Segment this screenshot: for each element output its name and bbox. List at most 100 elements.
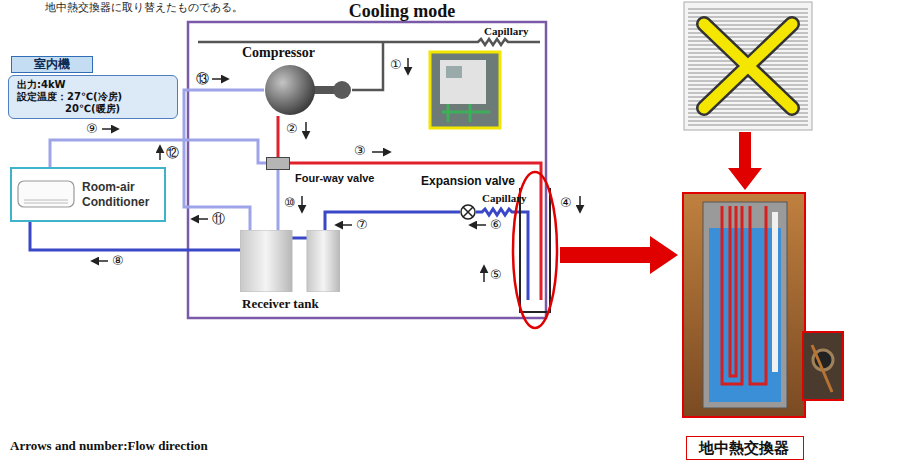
part-label: Capillary — [482, 192, 527, 205]
cross-mark — [704, 24, 792, 108]
footnote: Arrows and number:Flow direction — [10, 438, 208, 453]
capillary-pipe — [352, 42, 383, 90]
valve-symbol — [460, 204, 476, 220]
node-text: 出力:4kW — [17, 79, 66, 91]
node-text: 設定温度：27℃(冷房) — [17, 91, 122, 103]
callout-number: ⑧ — [112, 254, 124, 268]
expansion-valve: Expansion valve — [460, 204, 476, 220]
flow-arrow — [102, 128, 118, 130]
unit-photo — [446, 66, 462, 78]
tank-symbol — [292, 237, 307, 240]
pipe-line — [277, 170, 280, 230]
callout-number: ⑥ — [490, 218, 502, 232]
cross-mark — [704, 24, 792, 108]
node-text: Compressor — [242, 45, 315, 61]
ground-exchanger-figure — [703, 202, 787, 408]
indoor-unit-spec: 室内機出力:4kW設定温度：27℃(冷房)20℃(暖房) — [8, 75, 178, 119]
caption-fragment: 地中熱交換器に取り替えたものである。 — [45, 1, 243, 14]
node-text: 地中熱交換器 — [699, 439, 789, 457]
callout-number: ② — [286, 122, 298, 136]
tank-symbol — [240, 230, 340, 292]
ground-loop — [520, 188, 550, 312]
replace-arrow — [560, 236, 678, 274]
down-arrow — [728, 132, 762, 190]
node-text: Room-air Conditioner — [82, 180, 160, 210]
ground-loop — [520, 188, 550, 312]
ground-exchanger-figure — [683, 193, 805, 417]
valve-symbol — [463, 207, 473, 217]
pipe-line — [325, 212, 460, 230]
flow-arrow — [301, 196, 303, 212]
replace-arrow — [560, 236, 678, 274]
cross-mark — [704, 24, 792, 108]
flow-arrow — [92, 260, 108, 262]
compressor-symbol — [264, 64, 352, 116]
capillary-pipe — [198, 39, 540, 45]
cross-mark — [704, 24, 792, 108]
discharge-pipe — [290, 163, 541, 300]
radiator-photo — [688, 6, 808, 126]
radiator-photo — [684, 2, 812, 130]
tank-symbol — [307, 230, 340, 292]
unit-photo — [442, 104, 490, 122]
node-heading: 室内機 — [11, 56, 93, 73]
pipe-line — [50, 140, 266, 167]
compressor-symbol — [333, 81, 351, 99]
flow-arrow — [470, 224, 486, 226]
diagram-title: Cooling mode — [300, 2, 504, 20]
pipe-line — [184, 90, 264, 230]
callout-number: ⑪ — [212, 212, 225, 226]
flow-arrow — [159, 146, 161, 160]
flow-arrow — [407, 58, 409, 74]
flow-arrow — [579, 196, 581, 212]
unit-photo — [430, 52, 500, 128]
flow-arrow — [483, 266, 485, 282]
down-arrow — [728, 132, 762, 190]
compressor-symbol — [265, 65, 315, 115]
four-way-valve: Four-way valve — [266, 157, 290, 170]
ground-exchanger-label: 地中熱交換器 — [686, 436, 804, 460]
room-air-conditioner: Room-air Conditioner — [10, 167, 166, 222]
unit-photo — [430, 52, 500, 128]
ground-exchanger-figure — [683, 193, 805, 417]
node-text: Expansion valve — [421, 174, 515, 188]
pipe-line — [30, 222, 240, 250]
part-label: Capillary — [484, 25, 529, 38]
callout-number: ④ — [560, 196, 572, 210]
air-conditioner-icon — [24, 200, 68, 203]
system-frame — [188, 22, 546, 318]
callout-number: ⑩ — [284, 196, 296, 210]
pipe-line — [277, 116, 280, 157]
callout-number: ⑦ — [356, 218, 368, 232]
callout-number: ⑤ — [490, 268, 502, 282]
flow-arrow — [212, 78, 228, 80]
ground-exchanger-figure — [772, 212, 778, 372]
receiver-tank: Receiver tank — [240, 230, 340, 292]
node-text: Receiver tank — [242, 296, 319, 311]
node-text: 20℃(暖房) — [17, 103, 120, 115]
site-photo — [812, 345, 832, 392]
site-photo — [803, 332, 843, 400]
cross-mark — [704, 24, 792, 108]
air-conditioner-icon — [16, 173, 76, 217]
flow-arrow — [305, 122, 307, 138]
callout-number: ③ — [354, 144, 366, 158]
radiator-photo — [684, 2, 812, 130]
flow-arrow — [372, 151, 390, 153]
callout-number: ⑬ — [196, 72, 209, 86]
system-frame — [188, 22, 546, 318]
site-photo — [803, 332, 843, 400]
ground-exchanger-figure — [722, 206, 766, 384]
unit-photo — [440, 60, 486, 104]
callout-number: ⑫ — [166, 146, 179, 160]
valve-symbol — [461, 205, 475, 219]
air-conditioner-icon — [18, 181, 74, 207]
compressor-symbol — [312, 86, 336, 94]
tank-symbol — [240, 230, 292, 292]
flow-arrow — [336, 224, 352, 226]
flow-arrow — [192, 218, 208, 220]
node-text: Four-way valve — [295, 172, 374, 185]
